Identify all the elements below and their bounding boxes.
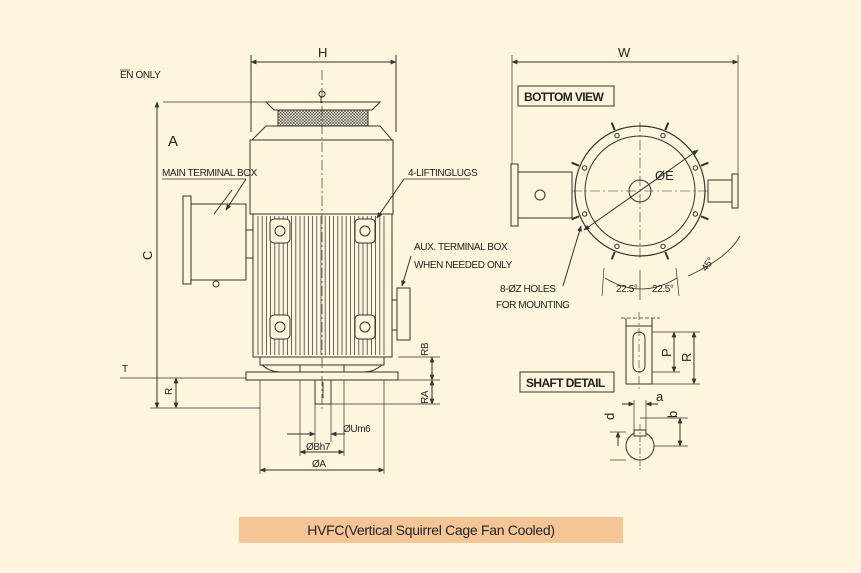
main-terminal-box-label: MAIN TERMINAL BOX: [162, 168, 258, 179]
mounting-hole: [692, 211, 699, 217]
flange-lug: [571, 215, 580, 221]
air-intake-grille: [277, 109, 369, 127]
dim-r-right-label: R: [679, 353, 694, 362]
dim-r-left-label: R: [164, 388, 175, 395]
dim-t-label: T: [122, 364, 128, 375]
mounting-hole: [614, 132, 620, 139]
dim-a-label: A: [168, 133, 178, 150]
dim-b-label: ØBh7: [306, 442, 331, 453]
mounting-hole: [692, 165, 699, 171]
flange-lug: [571, 161, 580, 167]
holes-label-2: FOR MOUNTING: [496, 300, 570, 311]
lifting-lugs-label: 4-LIFTINGLUGS: [408, 168, 478, 179]
dim-ra-label: RA: [420, 390, 431, 404]
angle-22-label-1: 22.5°: [616, 284, 638, 295]
front-view: H MAIN TERMINAL B: [120, 45, 513, 474]
shaft-detail-title: SHAFT DETAIL: [526, 376, 605, 390]
main-terminal-box: [190, 203, 247, 281]
dim-p-label: P: [659, 348, 674, 357]
bottom-view-box: [517, 85, 615, 107]
open-only-note: EN ONLY: [120, 70, 161, 81]
mounting-holes: [571, 122, 709, 260]
holes-label-1: 8-ØZ HOLES: [500, 284, 556, 295]
dim-a-small-label: a: [656, 389, 664, 404]
bottom-view-title: BOTTOM VIEW: [524, 90, 604, 104]
fan-cover: [249, 139, 394, 215]
dim-b-small-label: b: [665, 411, 680, 418]
flange-lug: [610, 251, 616, 260]
shaft-detail-box: [519, 371, 615, 393]
dim-e-label: ØE: [655, 168, 674, 183]
aux-terminal-box: [396, 287, 411, 341]
shaft: [314, 379, 332, 405]
flange-lug: [610, 122, 616, 131]
flange-lug: [664, 251, 670, 260]
mounting-hole: [660, 243, 666, 250]
mounting-hole: [581, 165, 588, 171]
bottom-view: W BOTTOM VIEW ØE 22.5° 22.5° 45° 8-ØZ HO…: [496, 45, 741, 311]
aux-terminal-box-label-1: AUX. TERMINAL BOX: [414, 242, 508, 253]
dim-h-label: H: [318, 45, 327, 60]
flange-lug: [700, 161, 709, 167]
dim-a-bottom-label: ØA: [312, 459, 326, 470]
angle-45-label: 45°: [700, 256, 717, 274]
flange-lug: [700, 215, 709, 221]
figure-caption: HVFC(Vertical Squirrel Cage Fan Cooled): [239, 517, 623, 543]
mounting-hole: [660, 132, 666, 139]
dim-u-label: ØUm6: [343, 424, 371, 435]
dim-rb-label: RB: [420, 342, 431, 356]
angle-22-label-2: 22.5°: [652, 284, 674, 295]
dim-w-label: W: [618, 45, 631, 60]
shaft-detail: SHAFT DETAIL P R a b d: [519, 312, 700, 470]
dim-c-label: C: [140, 251, 155, 260]
mounting-hole: [614, 243, 620, 250]
bottom-terminal-box: [517, 171, 573, 219]
flange-lug: [664, 122, 670, 131]
aux-terminal-box-label-2: WHEN NEEDED ONLY: [414, 260, 513, 271]
dim-d-label: d: [602, 413, 617, 420]
mounting-hole: [581, 211, 588, 217]
